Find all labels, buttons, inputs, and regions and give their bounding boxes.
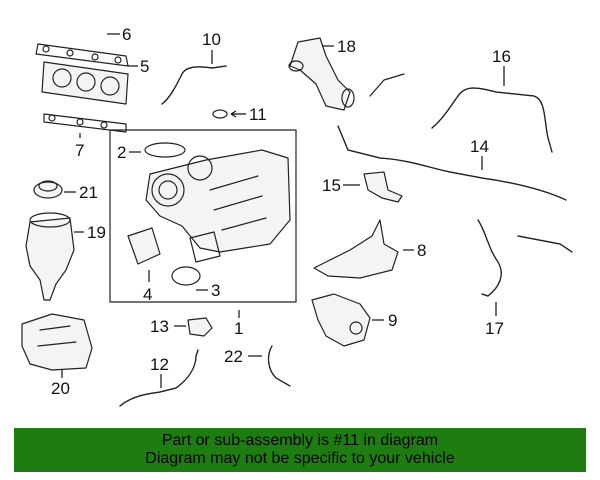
callout-11: 11 — [249, 105, 267, 124]
part-21-cap — [33, 180, 63, 199]
callout-16: 16 — [492, 47, 511, 66]
callout-3: 3 — [211, 281, 220, 300]
callout-19: 19 — [87, 223, 106, 242]
part-22-hose — [267, 345, 291, 387]
callout-12: 12 — [150, 355, 169, 374]
callout-1: 1 — [234, 319, 243, 338]
callout-5: 5 — [140, 57, 149, 76]
callout-9: 9 — [388, 311, 397, 330]
part-17-pipe — [477, 219, 573, 297]
part-9-mount — [311, 293, 371, 347]
part-14-pipe — [337, 73, 567, 201]
part-20-bracket — [21, 313, 93, 371]
part-12-pipe — [119, 349, 199, 407]
callout-15: 15 — [322, 176, 341, 195]
part-13-flange — [187, 317, 213, 337]
part-7-bracket — [43, 113, 127, 133]
part-19-reservoir — [25, 212, 75, 301]
banner-line-1: Part or sub-assembly is #11 in diagram — [161, 432, 439, 449]
turbocharger-assembly — [109, 129, 297, 303]
callout-18: 18 — [337, 37, 356, 56]
part-8-heat-shield — [313, 219, 399, 279]
callout-20: 20 — [51, 379, 70, 398]
part-11-o-ring — [212, 109, 228, 119]
callout-13: 13 — [150, 317, 169, 336]
part-10-hose — [161, 65, 227, 105]
parts-diagram: 6 5 7 10 11 18 16 2 14 15 21 19 8 4 3 9 … — [21, 25, 573, 407]
callout-7: 7 — [75, 141, 84, 160]
part-15-bracket — [363, 171, 403, 203]
callout-21: 21 — [79, 183, 98, 202]
callout-10: 10 — [202, 30, 221, 49]
banner-line-2: Diagram may not be specific to your vehi… — [145, 450, 455, 467]
callout-labels: 6 5 7 10 11 18 16 2 14 15 21 19 8 4 3 9 … — [51, 25, 511, 398]
part-5-manifold-gasket — [41, 61, 129, 105]
leader-lines — [61, 33, 505, 388]
callout-17: 17 — [485, 319, 504, 338]
part-16-hose — [431, 87, 553, 153]
callout-6: 6 — [122, 25, 131, 44]
callout-4: 4 — [143, 285, 152, 304]
callout-14: 14 — [470, 137, 489, 156]
callout-2: 2 — [117, 143, 126, 162]
callout-22: 22 — [224, 347, 243, 366]
info-banner: Part or sub-assembly is #11 in diagram D… — [14, 428, 586, 472]
callout-8: 8 — [417, 241, 426, 260]
part-18-pipe — [288, 37, 355, 111]
